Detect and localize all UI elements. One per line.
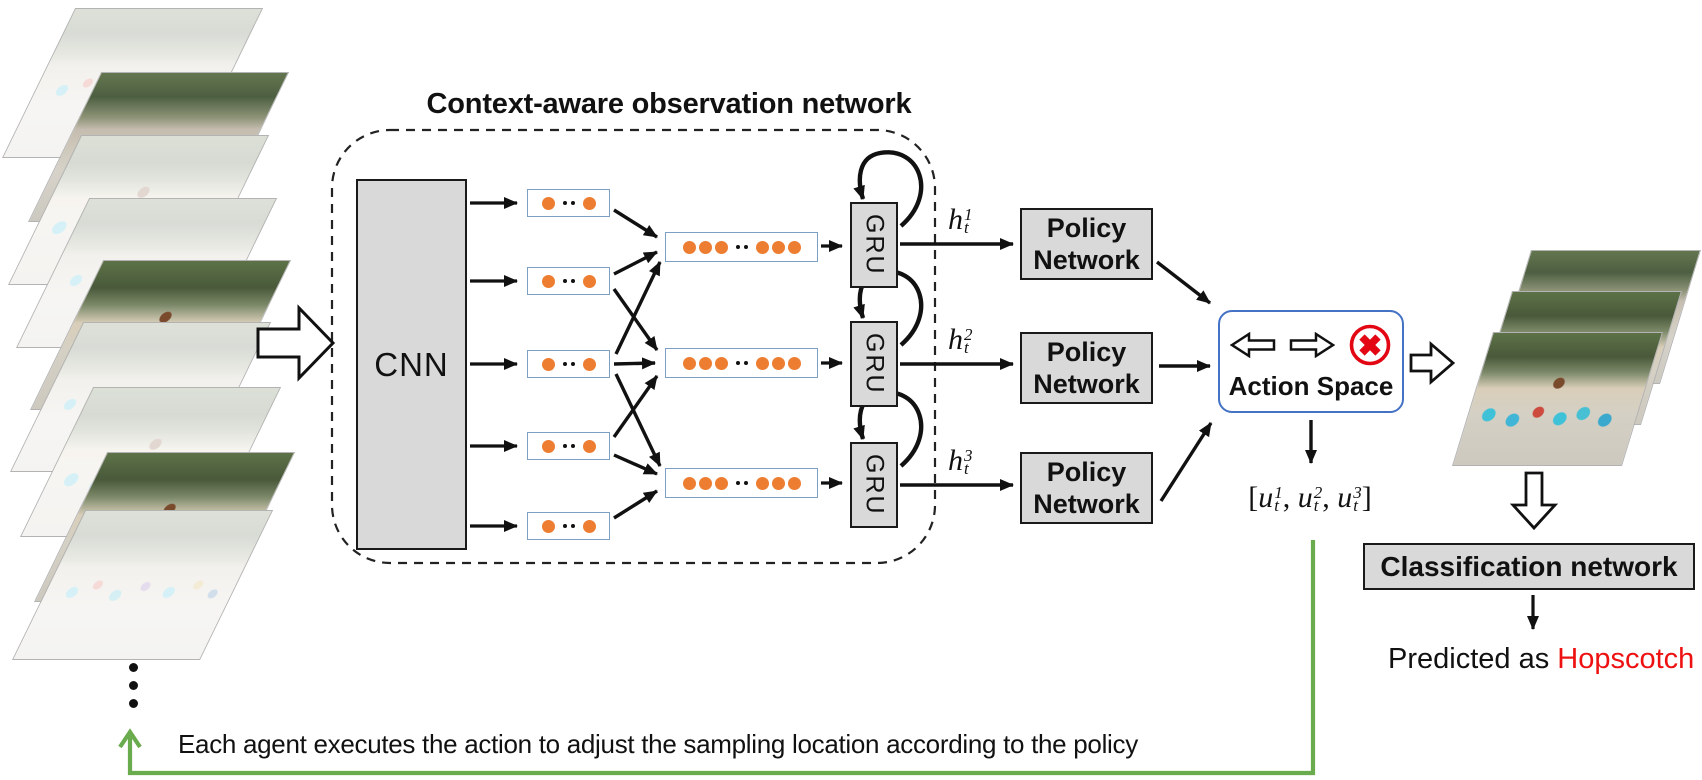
neuron-dot bbox=[582, 357, 596, 371]
neuron-dot bbox=[541, 357, 555, 371]
frames-to-classification-block-arrow bbox=[1509, 471, 1559, 531]
neuron-dot bbox=[541, 274, 555, 288]
neuron-dot bbox=[582, 196, 596, 210]
move-right-arrow-icon bbox=[1289, 332, 1335, 358]
prediction-prefix: Predicted as bbox=[1388, 643, 1558, 675]
classification-network-box: Classification network bbox=[1363, 543, 1695, 590]
gru-box-1: GRU bbox=[850, 202, 898, 288]
feature-vector-small bbox=[527, 432, 610, 460]
video-frame-selected bbox=[1452, 332, 1663, 466]
ellipsis-dots bbox=[735, 481, 748, 485]
neuron-dot bbox=[582, 439, 596, 453]
move-left-arrow-icon bbox=[1230, 332, 1276, 358]
action-space-box: Action Space bbox=[1218, 310, 1404, 413]
neuron-dot bbox=[582, 519, 596, 533]
neuron-dot bbox=[582, 274, 596, 288]
feature-vector-small bbox=[527, 350, 610, 378]
neuron-dot bbox=[541, 519, 555, 533]
feature-vector-small bbox=[527, 267, 610, 295]
input-block-arrow bbox=[256, 304, 336, 382]
action-to-frames-block-arrow bbox=[1409, 340, 1456, 386]
action-space-label: Action Space bbox=[1228, 371, 1394, 401]
ellipsis-dots bbox=[735, 361, 748, 365]
feature-aggregation-arrows bbox=[612, 208, 662, 520]
feature-vector-small bbox=[527, 189, 610, 217]
video-frame-image bbox=[1453, 333, 1662, 465]
gru-box-2: GRU bbox=[850, 321, 898, 407]
feedback-note: Each agent executes the action to adjust… bbox=[178, 729, 1138, 759]
gru-box-3: GRU bbox=[850, 442, 898, 528]
ellipsis-dots bbox=[562, 444, 575, 448]
ellipsis-dots bbox=[562, 279, 575, 283]
predicted-class: Hopscotch bbox=[1557, 643, 1695, 675]
neuron-dot bbox=[541, 439, 555, 453]
gru-recurrent-loops bbox=[853, 150, 924, 468]
prediction-text: Predicted as Hopscotch bbox=[1388, 643, 1694, 676]
feature-vector-large bbox=[665, 232, 818, 262]
ellipsis-dots bbox=[562, 362, 575, 366]
cnn-to-feature-arrows bbox=[470, 197, 518, 532]
feature-vector-large bbox=[665, 348, 818, 378]
ellipsis-dots bbox=[735, 245, 748, 249]
more-frames-ellipsis bbox=[129, 663, 138, 708]
vector-to-gru-arrows bbox=[821, 240, 843, 489]
neuron-dot bbox=[541, 196, 555, 210]
feature-vector-small bbox=[527, 512, 610, 540]
stop-x-icon bbox=[1349, 324, 1391, 366]
feature-vector-large bbox=[665, 468, 818, 498]
cnn-box: CNN bbox=[356, 179, 467, 550]
observation-network-title: Context-aware observation network bbox=[426, 88, 912, 120]
policy-to-action-arrows bbox=[1155, 260, 1213, 502]
ellipsis-dots bbox=[562, 201, 575, 205]
ellipsis-dots bbox=[562, 524, 575, 528]
